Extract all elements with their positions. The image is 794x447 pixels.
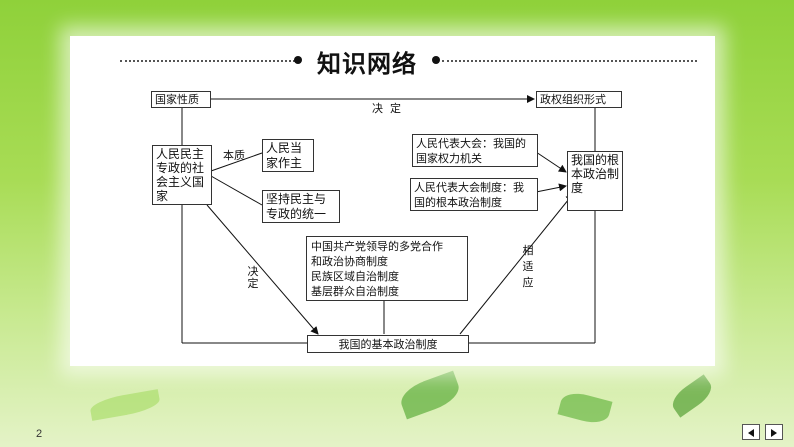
node-basic-political: 我国的基本政治制度: [307, 335, 469, 353]
title-dot-left: [294, 56, 302, 64]
edge-npc-organ: [535, 151, 567, 173]
edge-decides-diag: [206, 204, 319, 335]
title-rule-left: [120, 60, 295, 62]
node-people-master: 人民当家作主: [262, 139, 314, 172]
page-title: 知识网络: [317, 49, 417, 78]
edge-essence-2: [210, 175, 263, 206]
label-decides-top: 决 定: [372, 102, 401, 115]
edge-adapt: [459, 193, 574, 335]
basic-system-line: 中国共产党领导的多党合作: [311, 240, 443, 253]
basic-system-line: 民族区域自治制度: [311, 270, 399, 283]
basic-system-line: 和政治协商制度: [311, 255, 388, 268]
basic-system-line: 基层群众自治制度: [311, 285, 399, 298]
node-national-nature: 国家性质: [151, 91, 211, 108]
node-npc-organ: 人民代表大会：我国的国家权力机关: [412, 134, 538, 167]
next-icon: [771, 429, 777, 437]
title-dot-right: [432, 56, 440, 64]
label-essence: 本质: [223, 149, 245, 162]
node-npc-system: 人民代表大会制度：我国的根本政治制度: [410, 178, 538, 211]
next-button[interactable]: [765, 424, 783, 440]
edge-npc-system: [535, 183, 567, 193]
prev-icon: [748, 429, 754, 437]
label-decides-diag: 决定: [247, 265, 259, 290]
label-adapt: 相适应: [522, 244, 534, 289]
prev-button[interactable]: [742, 424, 760, 440]
node-fundamental-system: 我国的根本政治制度: [567, 151, 623, 211]
node-regime-form: 政权组织形式: [536, 91, 622, 108]
page-number: 2: [36, 428, 43, 440]
node-dictatorship: 人民民主专政的社会主义国家: [152, 145, 212, 205]
node-democracy-unity: 坚持民主与专政的统一: [262, 190, 340, 223]
title-rule-right: [442, 60, 697, 62]
node-basic-systems: 中国共产党领导的多党合作 和政治协商制度 民族区域自治制度 基层群众自治制度: [306, 236, 468, 301]
edge-essence-1: [210, 152, 263, 172]
